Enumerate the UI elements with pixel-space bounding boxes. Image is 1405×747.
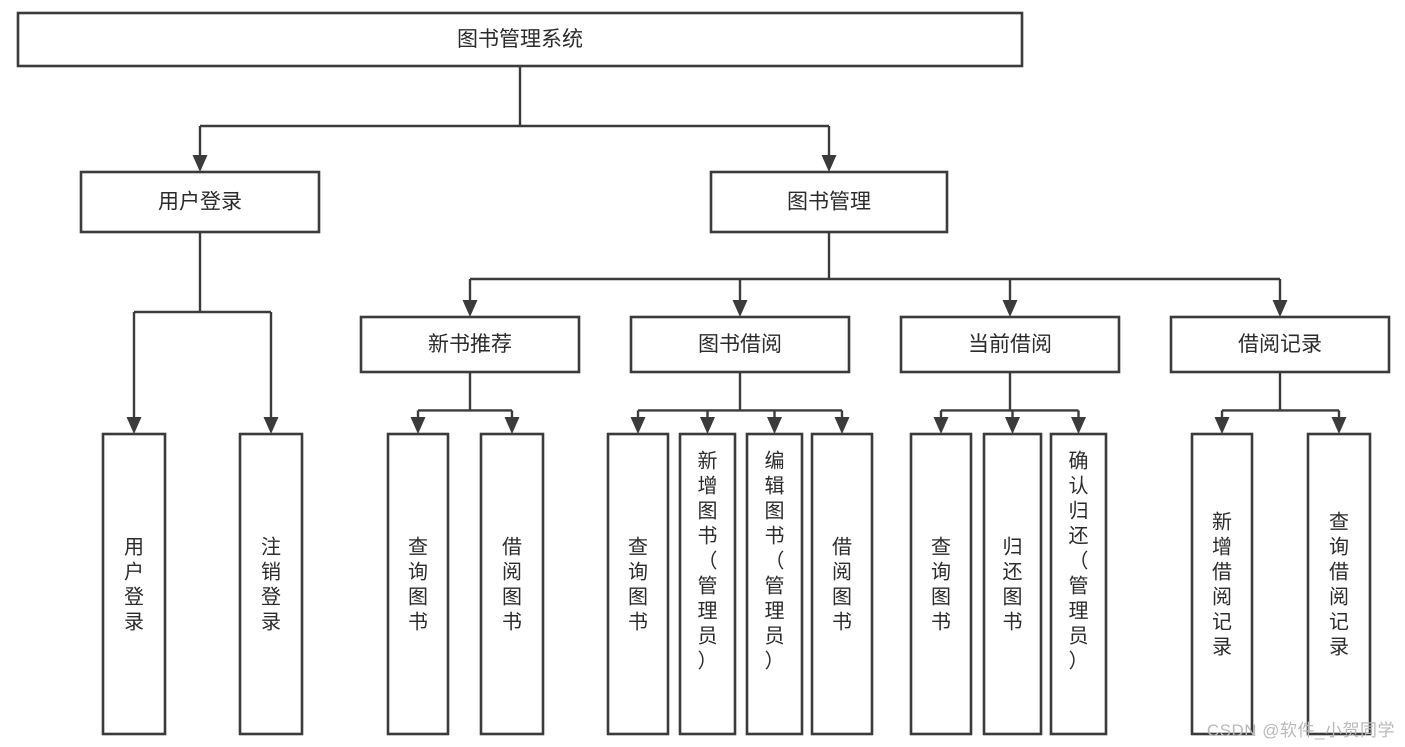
node-new-book-recommend[interactable]: 新书推荐 (359, 315, 581, 374)
node-leaf-query-book-3[interactable]: 查询图书 (909, 432, 973, 736)
node-box-current-borrow[interactable] (899, 315, 1121, 374)
node-root[interactable]: 图书管理系统 (16, 11, 1024, 68)
node-label-new-book-recommend: 新书推荐 (428, 333, 512, 356)
node-label-leaf-query-book-2: 查询图书 (628, 536, 648, 634)
node-leaf-edit-book[interactable]: 编辑图书（管理员） (745, 432, 804, 736)
node-box-user-login[interactable] (79, 170, 321, 234)
node-box-leaf-query-book-1[interactable] (386, 432, 450, 736)
node-layer: 图书管理系统用户登录图书管理新书推荐图书借阅当前借阅借阅记录用户登录注销登录查询… (16, 11, 1391, 736)
node-box-book-manage[interactable] (709, 170, 949, 234)
node-box-leaf-return-book[interactable] (982, 432, 1043, 736)
node-box-leaf-query-book-2[interactable] (606, 432, 670, 736)
node-leaf-query-book-2[interactable]: 查询图书 (606, 432, 670, 736)
node-label-leaf-edit-book: 编辑图书（管理员） (765, 450, 785, 673)
node-label-leaf-logout-login: 注销登录 (261, 536, 281, 634)
node-label-leaf-add-borrow-record: 新增借阅记录 (1212, 511, 1232, 659)
connector-layer (126, 66, 1347, 434)
node-box-new-book-recommend[interactable] (359, 315, 581, 374)
node-leaf-add-book[interactable]: 新增图书（管理员） (678, 432, 737, 736)
node-label-root: 图书管理系统 (457, 28, 583, 51)
node-label-leaf-query-borrow-record: 查询借阅记录 (1329, 511, 1349, 659)
node-box-leaf-edit-book[interactable] (745, 432, 804, 736)
node-leaf-borrow-book-2[interactable]: 借阅图书 (810, 432, 874, 736)
node-box-leaf-user-login[interactable] (101, 432, 167, 736)
node-label-leaf-return-book: 归还图书 (1003, 536, 1023, 634)
node-current-borrow[interactable]: 当前借阅 (899, 315, 1121, 374)
node-box-leaf-borrow-book-1[interactable] (479, 432, 545, 736)
node-leaf-query-borrow-record[interactable]: 查询借阅记录 (1306, 432, 1372, 736)
node-leaf-borrow-book-1[interactable]: 借阅图书 (479, 432, 545, 736)
node-borrow-record[interactable]: 借阅记录 (1169, 315, 1391, 374)
node-label-book-manage: 图书管理 (787, 191, 871, 214)
node-box-leaf-add-book[interactable] (678, 432, 737, 736)
connector-group-book-manage (462, 232, 1288, 317)
node-book-borrow[interactable]: 图书借阅 (629, 315, 851, 374)
node-box-leaf-add-borrow-record[interactable] (1190, 432, 1254, 736)
node-box-root[interactable] (16, 11, 1024, 68)
node-label-leaf-add-book: 新增图书（管理员） (698, 450, 718, 673)
node-label-book-borrow: 图书借阅 (698, 333, 782, 356)
node-box-leaf-borrow-book-2[interactable] (810, 432, 874, 736)
node-box-book-borrow[interactable] (629, 315, 851, 374)
node-box-leaf-logout-login[interactable] (238, 432, 304, 736)
node-leaf-confirm-return[interactable]: 确认归还（管理员） (1049, 432, 1108, 736)
node-leaf-query-book-1[interactable]: 查询图书 (386, 432, 450, 736)
node-box-leaf-query-book-3[interactable] (909, 432, 973, 736)
node-label-leaf-borrow-book-2: 借阅图书 (832, 536, 852, 634)
node-leaf-user-login[interactable]: 用户登录 (101, 432, 167, 736)
connector-group-current-borrow (933, 372, 1086, 434)
node-box-borrow-record[interactable] (1169, 315, 1391, 374)
connector-group-root (192, 66, 837, 172)
node-label-leaf-confirm-return: 确认归还（管理员） (1069, 450, 1089, 673)
node-book-manage[interactable]: 图书管理 (709, 170, 949, 234)
connector-group-book-borrow (630, 372, 850, 434)
node-label-leaf-query-book-3: 查询图书 (931, 536, 951, 634)
node-label-borrow-record: 借阅记录 (1238, 333, 1322, 356)
connector-group-user-login (126, 232, 279, 434)
node-leaf-add-borrow-record[interactable]: 新增借阅记录 (1190, 432, 1254, 736)
connector-group-new-book-recommend (410, 372, 520, 434)
node-user-login[interactable]: 用户登录 (79, 170, 321, 234)
node-leaf-logout-login[interactable]: 注销登录 (238, 432, 304, 736)
node-label-leaf-user-login: 用户登录 (124, 537, 144, 634)
node-label-leaf-query-book-1: 查询图书 (408, 536, 428, 634)
node-box-leaf-confirm-return[interactable] (1049, 432, 1108, 736)
node-leaf-return-book[interactable]: 归还图书 (982, 432, 1043, 736)
node-label-leaf-borrow-book-1: 借阅图书 (502, 536, 522, 634)
connector-group-borrow-record (1214, 372, 1347, 434)
node-label-current-borrow: 当前借阅 (968, 333, 1052, 356)
node-label-user-login: 用户登录 (158, 191, 242, 214)
node-box-leaf-query-borrow-record[interactable] (1306, 432, 1372, 736)
